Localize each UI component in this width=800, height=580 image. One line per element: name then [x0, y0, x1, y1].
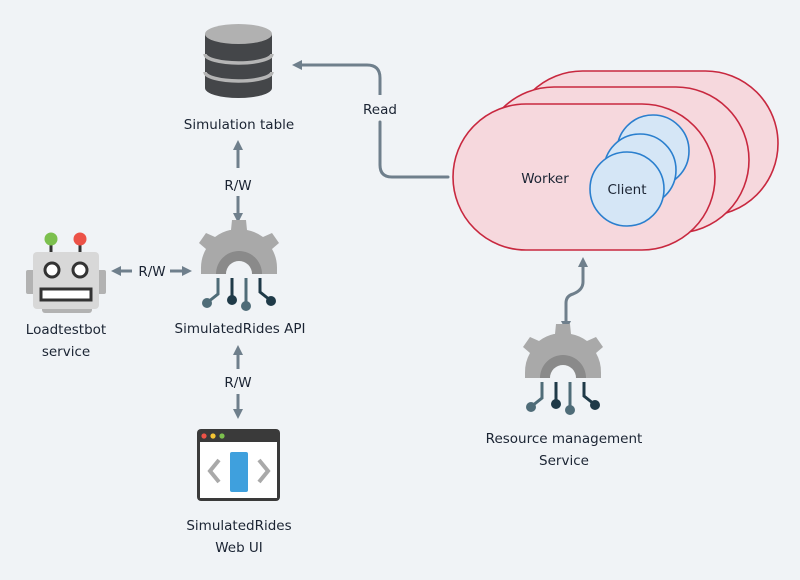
- database-icon: [203, 24, 274, 98]
- client-label: Client: [607, 182, 646, 198]
- resource-mgmt-label-line1: Resource management: [486, 431, 643, 447]
- web-ui-label-line2: Web UI: [215, 540, 263, 556]
- api-webui-connector: R/W: [224, 345, 252, 419]
- rms-circuit-lines: [531, 382, 595, 408]
- table-api-rw-label: R/W: [224, 178, 251, 194]
- api-gear-icon: [199, 220, 279, 311]
- read-label: Read: [363, 102, 397, 118]
- worker-stack: Worker Client: [452, 70, 779, 251]
- api-webui-rw-label: R/W: [224, 375, 251, 391]
- simulation-table-label: Simulation table: [184, 117, 294, 133]
- robot-icon: [26, 232, 106, 313]
- resource-mgmt-gear-icon: [523, 324, 603, 415]
- api-circuit-lines: [207, 278, 271, 304]
- bot-api-rw-label: R/W: [138, 264, 165, 280]
- loadtestbot-label-line2: service: [42, 344, 90, 360]
- client-circle-front[interactable]: [589, 151, 665, 227]
- browser-window-icon: [197, 429, 280, 501]
- loadtestbot-label-line1: Loadtestbot: [26, 322, 106, 338]
- worker-label: Worker: [521, 171, 569, 187]
- bot-api-connector: R/W: [111, 264, 192, 280]
- web-ui-label-line1: SimulatedRides: [186, 518, 291, 534]
- resource-mgmt-label-line2: Service: [539, 453, 589, 469]
- simulatedrides-api-label: SimulatedRides API: [175, 321, 306, 337]
- rms-worker-connector: [561, 257, 588, 331]
- table-api-connector: R/W: [224, 140, 252, 223]
- client-stack: Client: [589, 114, 690, 227]
- read-connector: Read: [292, 60, 450, 179]
